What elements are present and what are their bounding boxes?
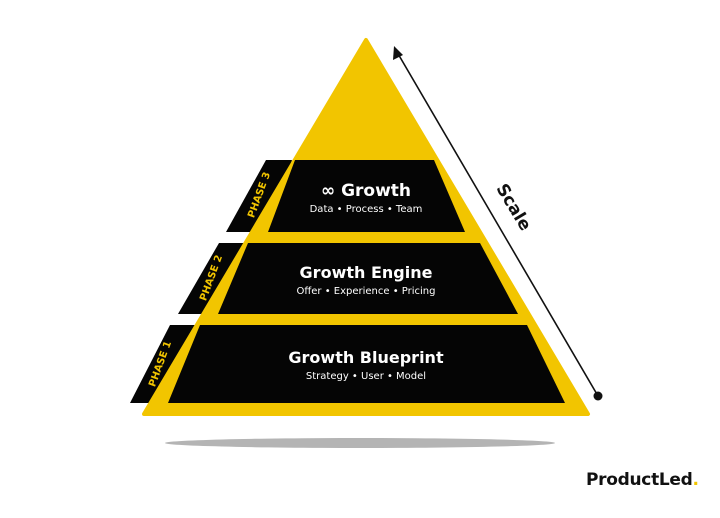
tier-3-title: ∞ Growth (321, 181, 411, 201)
tier-3-subtitle: Data • Process • Team (310, 204, 423, 215)
tier-1-title: Growth Blueprint (288, 348, 444, 367)
pyramid-shadow (165, 438, 555, 448)
scale-arrow-head (393, 46, 403, 60)
tier-1-subtitle: Strategy • User • Model (306, 371, 426, 382)
tier-growth-blueprint (168, 325, 565, 403)
tier-growth (268, 160, 465, 232)
tier-growth-engine (218, 243, 518, 314)
scale-arrow-dot (593, 391, 603, 401)
productled-logo: ProductLed. (586, 470, 699, 490)
tier-2-title: Growth Engine (300, 263, 433, 282)
scale-arrow-line (396, 51, 599, 397)
phase-2-tab (178, 243, 245, 314)
brand-dot: . (692, 470, 699, 490)
phase-1-tab (130, 325, 196, 403)
tier-2-subtitle: Offer • Experience • Pricing (296, 286, 435, 297)
brand-name: ProductLed (586, 470, 693, 490)
